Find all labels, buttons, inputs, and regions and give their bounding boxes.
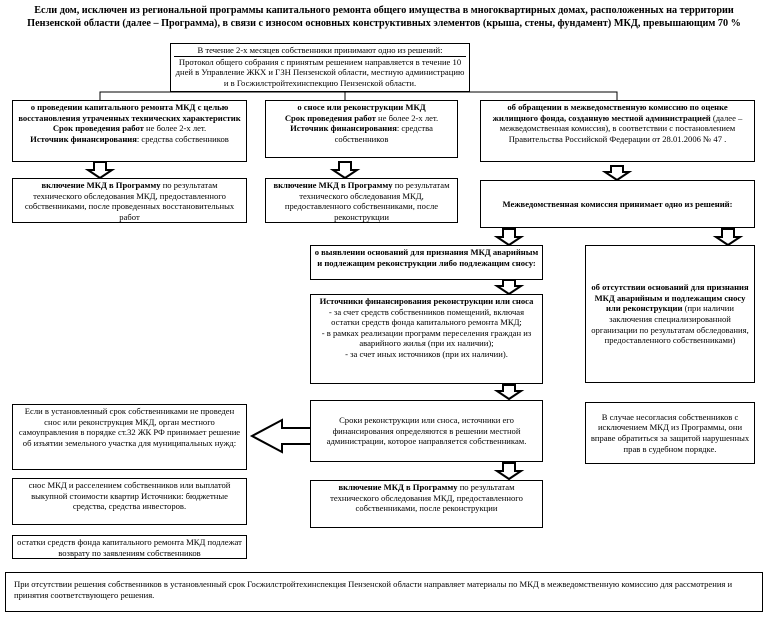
down-arrow-icon <box>493 384 525 401</box>
commission-decision-box: об обращении в межведомственную комиссию… <box>480 100 755 162</box>
repair-term-label: Срок проведения работ <box>52 123 144 134</box>
commission-decision-title: об обращении в межведомственную комиссию… <box>492 102 728 123</box>
no-grounds-title: об отсутствии оснований для признания МК… <box>591 282 749 314</box>
down-arrow-icon <box>601 165 633 182</box>
financing-item: - за счет иных источников (при их наличи… <box>345 348 508 359</box>
demolition-text: снос МКД и расселением собственников или… <box>28 480 231 512</box>
financing-title: Источники финансирования реконструкции и… <box>319 296 534 306</box>
refund-box: остатки средств фонда капитального ремон… <box>12 535 247 559</box>
demolition-box: снос МКД и расселением собственников или… <box>12 478 247 525</box>
final-program-text: по результатам технического обследования… <box>330 482 523 514</box>
left-arrow-icon <box>249 418 313 454</box>
repair-decision-box: о проведении капитального ремонта МКД с … <box>12 100 247 162</box>
final-program-box: включение МКД в Программу по результатам… <box>310 480 543 528</box>
repair-source-value: : средства собственников <box>136 133 229 144</box>
no-grounds-text: (при наличии заключения специализированн… <box>591 303 749 346</box>
demolish-program-label: включение МКД в Программу <box>273 180 393 190</box>
down-arrow-icon <box>84 161 116 180</box>
repair-source-label: Источник финансирования <box>30 133 137 144</box>
footer-box: При отсутствии решения собственников в у… <box>5 572 763 612</box>
repair-term-value: не более 2-х лет. <box>143 123 207 134</box>
commission-box: Межведомственная комиссия принимает одно… <box>480 180 755 228</box>
seizure-text: Если в установленный срок собственниками… <box>18 406 241 448</box>
commission-heading: Межведомственная комиссия принимает одно… <box>502 198 733 209</box>
financing-item: - за счет средств собственников помещени… <box>328 306 525 328</box>
disagreement-box: В случае несогласия собственников с искл… <box>585 402 755 464</box>
down-arrow-icon <box>329 161 361 180</box>
down-arrow-icon <box>712 228 744 247</box>
refund-text: остатки средств фонда капитального ремон… <box>17 537 242 558</box>
financing-item: - в рамках реализации программ переселен… <box>321 327 532 349</box>
page-title: Если дом, исключен из региональной прогр… <box>27 5 741 29</box>
repair-program-box: включение МКД в Программу по результатам… <box>12 178 247 223</box>
top-decision-box: В течение 2-х месяцев собственники прини… <box>170 43 470 92</box>
repair-decision-title: о проведении капитального ремонта МКД с … <box>18 102 241 123</box>
down-arrow-icon <box>493 228 525 247</box>
demolish-source-value: : средства собственников <box>334 123 433 144</box>
down-arrow-icon <box>493 279 525 296</box>
final-program-label: включение МКД в Программу <box>338 482 458 492</box>
demolish-decision-box: о сносе или реконструкции МКД Срок прове… <box>265 100 458 158</box>
top-box-heading: В течение 2-х месяцев собственники прини… <box>174 45 466 57</box>
financing-box: Источники финансирования реконструкции и… <box>310 294 543 384</box>
demolish-term-label: Срок проведения работ <box>284 112 376 123</box>
down-arrow-icon <box>493 462 525 481</box>
no-grounds-box: об отсутствии оснований для признания МК… <box>585 245 755 383</box>
disagreement-text: В случае несогласия собственников с искл… <box>590 411 750 454</box>
demolish-source-label: Источник финансирования <box>290 123 397 134</box>
demolish-decision-title: о сносе или реконструкции МКД <box>297 102 426 112</box>
footer-text: При отсутствии решения собственников в у… <box>14 579 733 600</box>
repair-program-label: включение МКД в Программу <box>41 180 161 190</box>
emergency-box: о выявлении оснований для признания МКД … <box>310 245 543 280</box>
emergency-text: о выявлении оснований для признания МКД … <box>314 247 539 268</box>
demolish-program-box: включение МКД в Программу по результатам… <box>265 178 458 223</box>
connector-line <box>99 91 618 100</box>
terms-text: Сроки реконструкции или сноса, источники… <box>326 415 527 447</box>
demolish-program-text: по результатам технического обследования… <box>284 180 450 222</box>
commission-decision-text: (далее – межведомственная комиссия), в с… <box>499 112 743 144</box>
terms-box: Сроки реконструкции или сноса, источники… <box>310 400 543 462</box>
top-box-text: Протокол общего собрания с принятым реше… <box>175 56 465 88</box>
demolish-term-value: не более 2-х лет. <box>375 112 439 123</box>
seizure-box: Если в установленный срок собственниками… <box>12 404 247 470</box>
repair-program-text: по результатам технического обследования… <box>24 180 235 222</box>
